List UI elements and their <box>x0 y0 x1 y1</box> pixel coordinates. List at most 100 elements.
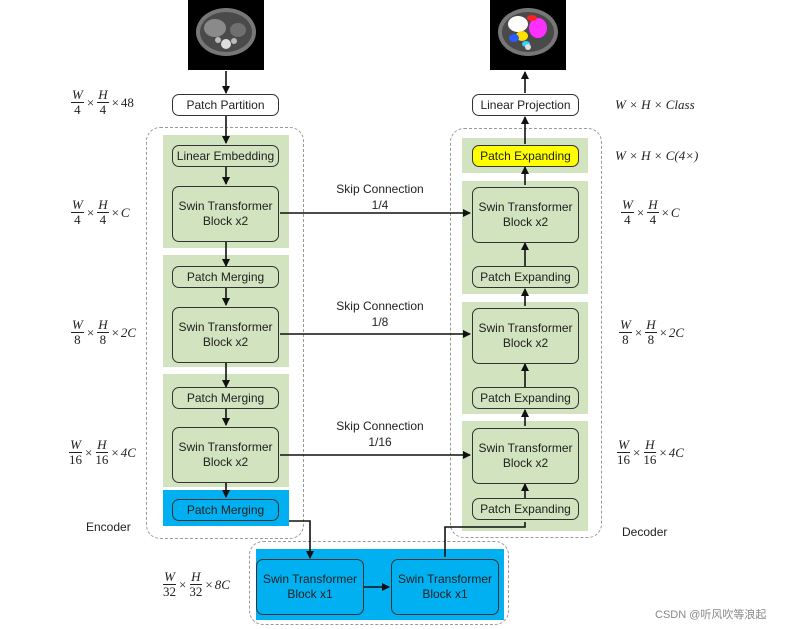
dim-num: H <box>644 437 656 453</box>
encoder-group-outline <box>146 127 304 539</box>
decoder-swin-block-1: Swin Transformer Block x2 <box>472 187 579 243</box>
swin-block-label: Swin Transformer Block x2 <box>178 440 273 469</box>
swin-block-label: Swin Transformer Block x2 <box>478 321 573 350</box>
dim-num: W <box>71 317 84 333</box>
dim-num: H <box>645 317 657 333</box>
skip-connection-title: Skip Connection <box>336 182 424 196</box>
patch-partition-box: Patch Partition <box>172 94 279 116</box>
dim-den: 16 <box>643 452 657 467</box>
swin-block-label: Swin Transformer Block x2 <box>178 320 273 349</box>
decoder-patch-expanding-final: Patch Expanding <box>472 145 579 167</box>
bottleneck-group-outline <box>249 541 509 625</box>
skip-connection-title: Skip Connection <box>336 299 424 313</box>
patch-expanding-label: Patch Expanding <box>480 148 571 163</box>
decoder-patch-expanding-1: Patch Expanding <box>472 266 579 288</box>
output-segmentation-image <box>490 0 566 70</box>
encoder-label: Encoder <box>86 520 131 534</box>
patch-merging-label: Patch Merging <box>186 390 265 405</box>
patch-expanding-label: Patch Expanding <box>480 269 571 284</box>
dim-den: 4 <box>74 102 81 117</box>
encoder-swin-block-1: Swin Transformer Block x2 <box>172 186 279 242</box>
decoder-label: Decoder <box>622 525 668 539</box>
decoder-patch-expanding-2: Patch Expanding <box>472 387 579 409</box>
swin-block-label: Swin Transformer Block x2 <box>478 200 573 229</box>
dim-num: W <box>621 197 634 213</box>
dim-label-output: W × H × Class <box>615 97 695 112</box>
patch-merging-label: Patch Merging <box>186 502 265 517</box>
dim-tail: C <box>670 204 680 220</box>
dim-den: 4 <box>99 102 107 117</box>
linear-projection-label: Linear Projection <box>480 97 571 112</box>
patch-expanding-label: Patch Expanding <box>480 501 571 516</box>
dim-num: W <box>163 569 176 585</box>
dim-tail: C <box>120 204 130 220</box>
swin-block-label: Swin Transformer Block x2 <box>478 441 573 470</box>
dim-den: 4 <box>74 212 81 227</box>
bottleneck-swin-block-1: Swin Transformer Block x1 <box>256 559 364 615</box>
skip-connection-ratio: 1/16 <box>368 435 392 449</box>
patch-partition-label: Patch Partition <box>186 97 265 112</box>
dim-den: 16 <box>69 452 82 467</box>
dim-label-expand: W × H × C(4×) <box>615 148 699 163</box>
decoder-swin-block-3: Swin Transformer Block x2 <box>472 428 579 484</box>
encoder-swin-block-3: Swin Transformer Block x2 <box>172 427 279 483</box>
linear-projection-box: Linear Projection <box>472 94 579 116</box>
dim-den: 32 <box>163 584 176 599</box>
decoder-swin-block-2: Swin Transformer Block x2 <box>472 308 579 364</box>
dim-den: 8 <box>647 332 655 347</box>
swin-block-x1-label: Swin Transformer Block x1 <box>262 572 358 601</box>
skip-connection-title: Skip Connection <box>336 419 424 433</box>
dim-num: W <box>617 437 630 453</box>
dim-den: 8 <box>99 332 107 347</box>
dim-num: H <box>97 197 109 213</box>
watermark: CSDN @听风吹等浪起 <box>655 609 767 621</box>
linear-embedding-label: Linear Embedding <box>176 148 275 163</box>
dim-den: 4 <box>99 212 107 227</box>
skip-connection-label: Skip Connection 1/16 <box>320 419 440 449</box>
dim-num: W <box>69 437 82 453</box>
dim-den: 8 <box>622 332 629 347</box>
dim-num: H <box>190 569 202 585</box>
bottleneck-swin-block-2: Swin Transformer Block x1 <box>391 559 499 615</box>
skip-connection-ratio: 1/4 <box>371 198 389 212</box>
encoder-patch-merging-3: Patch Merging <box>172 499 279 521</box>
encoder-patch-merging-1: Patch Merging <box>172 266 279 288</box>
skip-connection-label: Skip Connection 1/4 <box>320 182 440 212</box>
dim-tail: 2C <box>120 324 137 340</box>
dim-den: 8 <box>74 332 81 347</box>
linear-embedding-box: Linear Embedding <box>172 145 279 167</box>
skip-connection-ratio: 1/8 <box>371 315 389 329</box>
dim-tail: 2C <box>668 324 685 340</box>
dim-num: W <box>619 317 632 333</box>
dim-den: 4 <box>624 212 631 227</box>
decoder-patch-expanding-3: Patch Expanding <box>472 498 579 520</box>
dim-den: 16 <box>95 452 109 467</box>
input-ct-image <box>188 0 264 70</box>
dim-den: 16 <box>617 452 630 467</box>
dim-num: H <box>97 87 109 103</box>
swin-block-x1-label: Swin Transformer Block x1 <box>397 572 493 601</box>
dim-tail: 4C <box>668 444 684 460</box>
dim-tail: 4C <box>120 444 136 460</box>
encoder-swin-block-2: Swin Transformer Block x2 <box>172 307 279 363</box>
dim-tail: 48 <box>120 94 134 110</box>
dim-num: H <box>97 317 109 333</box>
dim-den: 4 <box>649 212 657 227</box>
swin-block-label: Swin Transformer Block x2 <box>178 199 273 228</box>
dim-num: W <box>71 87 84 103</box>
dim-num: W <box>71 197 84 213</box>
decoder-group-outline <box>450 128 602 538</box>
dim-num: H <box>96 437 108 453</box>
patch-expanding-label: Patch Expanding <box>480 390 571 405</box>
dim-tail: 8C <box>214 576 230 592</box>
dim-num: H <box>647 197 659 213</box>
